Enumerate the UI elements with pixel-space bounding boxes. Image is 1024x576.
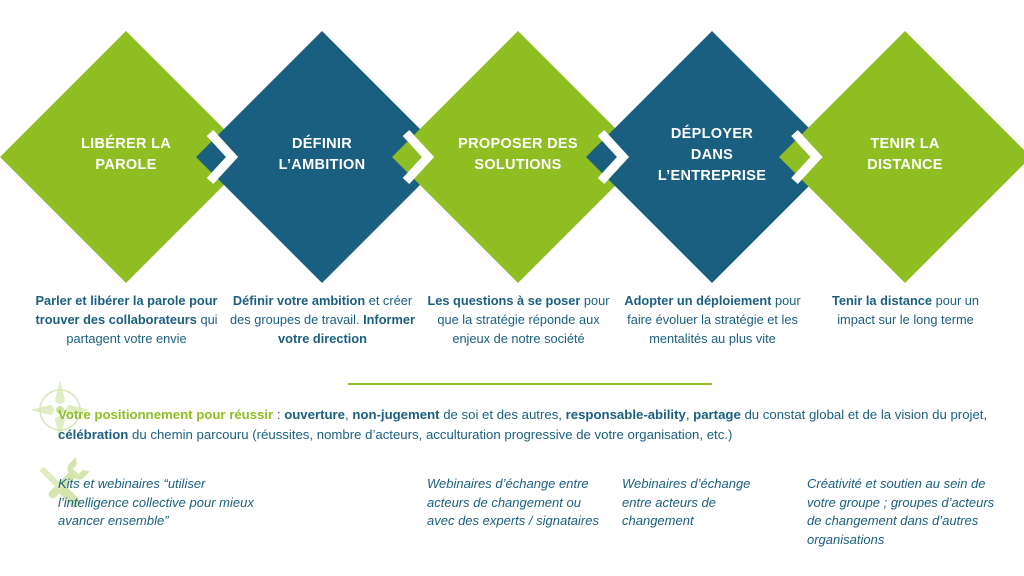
chevron-arrow-icon	[791, 129, 823, 185]
step-diamond-5	[779, 31, 1024, 283]
step-description-4: Adopter un déploiement pour faire évolue…	[624, 293, 801, 346]
step-description-1: Parler et libérer la parole pour trouver…	[35, 293, 218, 346]
step-title-3: PROPOSER DES SOLUTIONS	[458, 136, 578, 173]
step-description-3: Les questions à se poser pour que la str…	[427, 293, 610, 346]
chevron-arrow-icon	[402, 129, 435, 185]
chevron-arrow-icon	[206, 129, 239, 185]
chevron-arrow-icon	[597, 129, 630, 185]
step-diamond-4	[586, 31, 838, 283]
step-description-5: Tenir la distance pour un impact sur le …	[831, 293, 979, 327]
step-title-5: TENIR LA DISTANCE	[867, 136, 943, 173]
step-title-1: LIBÉRER LA PAROLE	[81, 136, 171, 173]
step-title-2: DÉFINIR L’AMBITION	[278, 136, 366, 173]
resource-kits: Kits et webinaires “utiliser l’intellige…	[58, 476, 254, 528]
resource-creativity: Créativité et soutien au sein de votre g…	[807, 476, 995, 547]
section-divider	[348, 383, 712, 385]
resource-webinars-experts: Webinaires d’échange entre acteurs de ch…	[427, 476, 599, 528]
step-diamond-2	[196, 31, 448, 283]
step-description-2: Définir votre ambition et créer des grou…	[230, 293, 415, 346]
compass-rose-icon	[30, 380, 90, 440]
step-title-4: DÉPLOYER DANS L’ENTREPRISE	[657, 125, 767, 184]
step-diamond-3	[392, 31, 644, 283]
tools-icon	[39, 457, 90, 508]
resource-webinars-exchange: Webinaires d’échange entre acteurs de ch…	[622, 476, 751, 528]
step-diamond-1	[0, 31, 252, 283]
positioning-text: Votre positionnement pour réussir : ouve…	[58, 407, 988, 442]
